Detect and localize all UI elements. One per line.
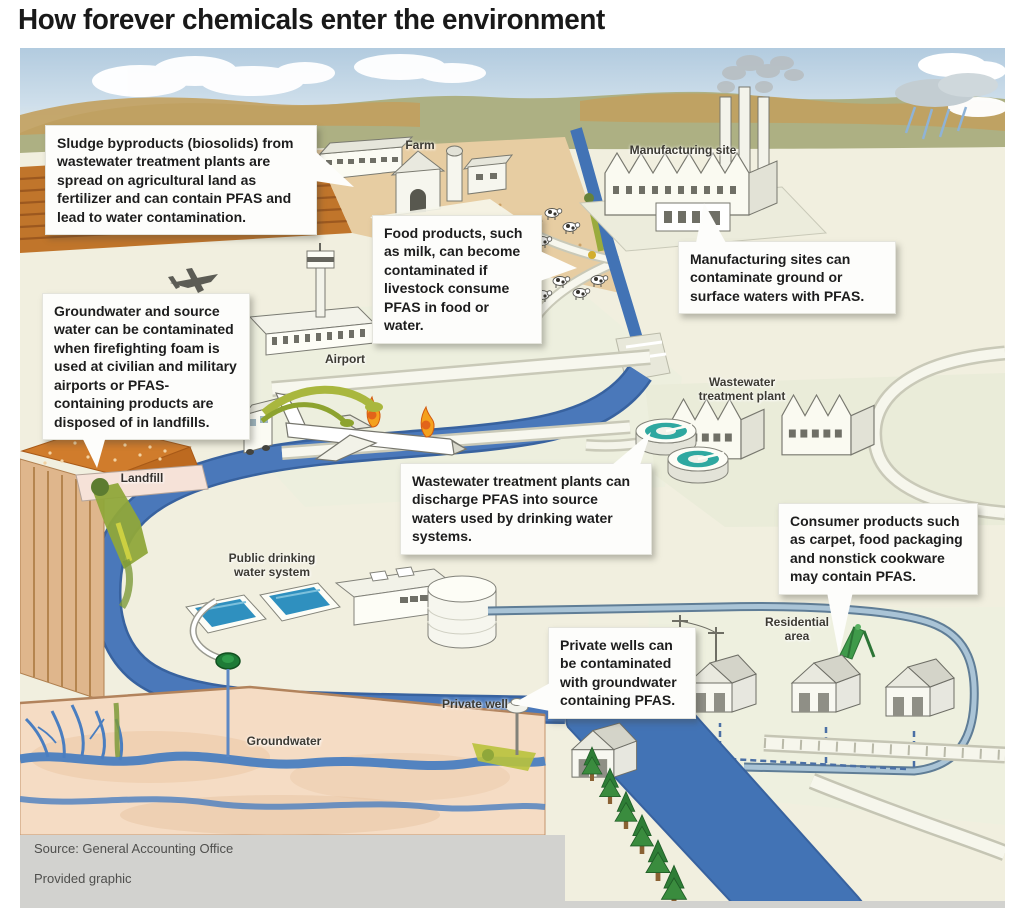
public-water-system — [185, 566, 497, 670]
storage-tank — [427, 575, 497, 649]
rain-cloud — [895, 53, 1005, 140]
callout-consumer-products: Consumer products such as carpet, food p… — [778, 503, 978, 595]
label-landfill: Landfill — [120, 471, 164, 485]
callout-sludge-text: Sludge byproducts (biosolids) from waste… — [57, 135, 294, 225]
footer-band — [20, 835, 1005, 908]
page-title: How forever chemicals enter the environm… — [18, 4, 605, 36]
control-tower — [306, 243, 335, 318]
callout-food-text: Food products, such as milk, can become … — [384, 225, 523, 334]
label-wastewater-treatment-plant: Wastewater treatment plant — [698, 375, 786, 404]
label-residential-area: Residential area — [764, 615, 830, 644]
callout-wells-text: Private wells can be contaminated with g… — [560, 637, 677, 709]
callout-sludge-biosolids: Sludge byproducts (biosolids) from waste… — [45, 125, 317, 236]
bottom-roads — [763, 734, 1005, 861]
roads — [497, 212, 1005, 521]
silo — [446, 150, 463, 202]
callout-manufacturing: Manufacturing sites can contaminate grou… — [678, 241, 896, 315]
callout-manufacturing-text: Manufacturing sites can contaminate grou… — [690, 251, 865, 304]
burning-airplane — [274, 392, 468, 462]
label-private-well: Private well — [441, 697, 508, 711]
callout-wastewater-discharge: Wastewater treatment plants can discharg… — [400, 463, 652, 555]
graphic-canvas: Farm Manufacturing site Airport Wastewat… — [20, 48, 1005, 908]
flying-plane-icon — [168, 268, 218, 293]
landfill-contamination — [91, 478, 148, 609]
callout-wastewater-text: Wastewater treatment plants can discharg… — [412, 473, 631, 545]
credit-source: Source: General Accounting Office — [34, 841, 234, 856]
callout-consumer-text: Consumer products such as carpet, food p… — [790, 513, 963, 585]
groundwater-cross-section — [20, 685, 546, 836]
label-manufacturing-site: Manufacturing site — [629, 143, 737, 157]
smoke — [717, 55, 804, 93]
callout-private-wells: Private wells can be contaminated with g… — [548, 627, 696, 719]
firefighting-foam — [260, 385, 383, 427]
callout-foam-text: Groundwater and source water can be cont… — [54, 303, 237, 430]
seep-to-aquifer — [113, 702, 121, 758]
callout-firefighting-foam: Groundwater and source water can be cont… — [42, 293, 250, 441]
credit-provided: Provided graphic — [34, 871, 132, 886]
smokestacks — [717, 55, 804, 176]
callout-food-products: Food products, such as milk, can become … — [372, 215, 542, 344]
aquifer-veins — [20, 704, 546, 812]
label-public-drinking-water-system: Public drinking water system — [228, 551, 316, 580]
label-farm: Farm — [405, 138, 435, 152]
label-groundwater: Groundwater — [246, 734, 322, 748]
label-airport: Airport — [325, 352, 365, 366]
